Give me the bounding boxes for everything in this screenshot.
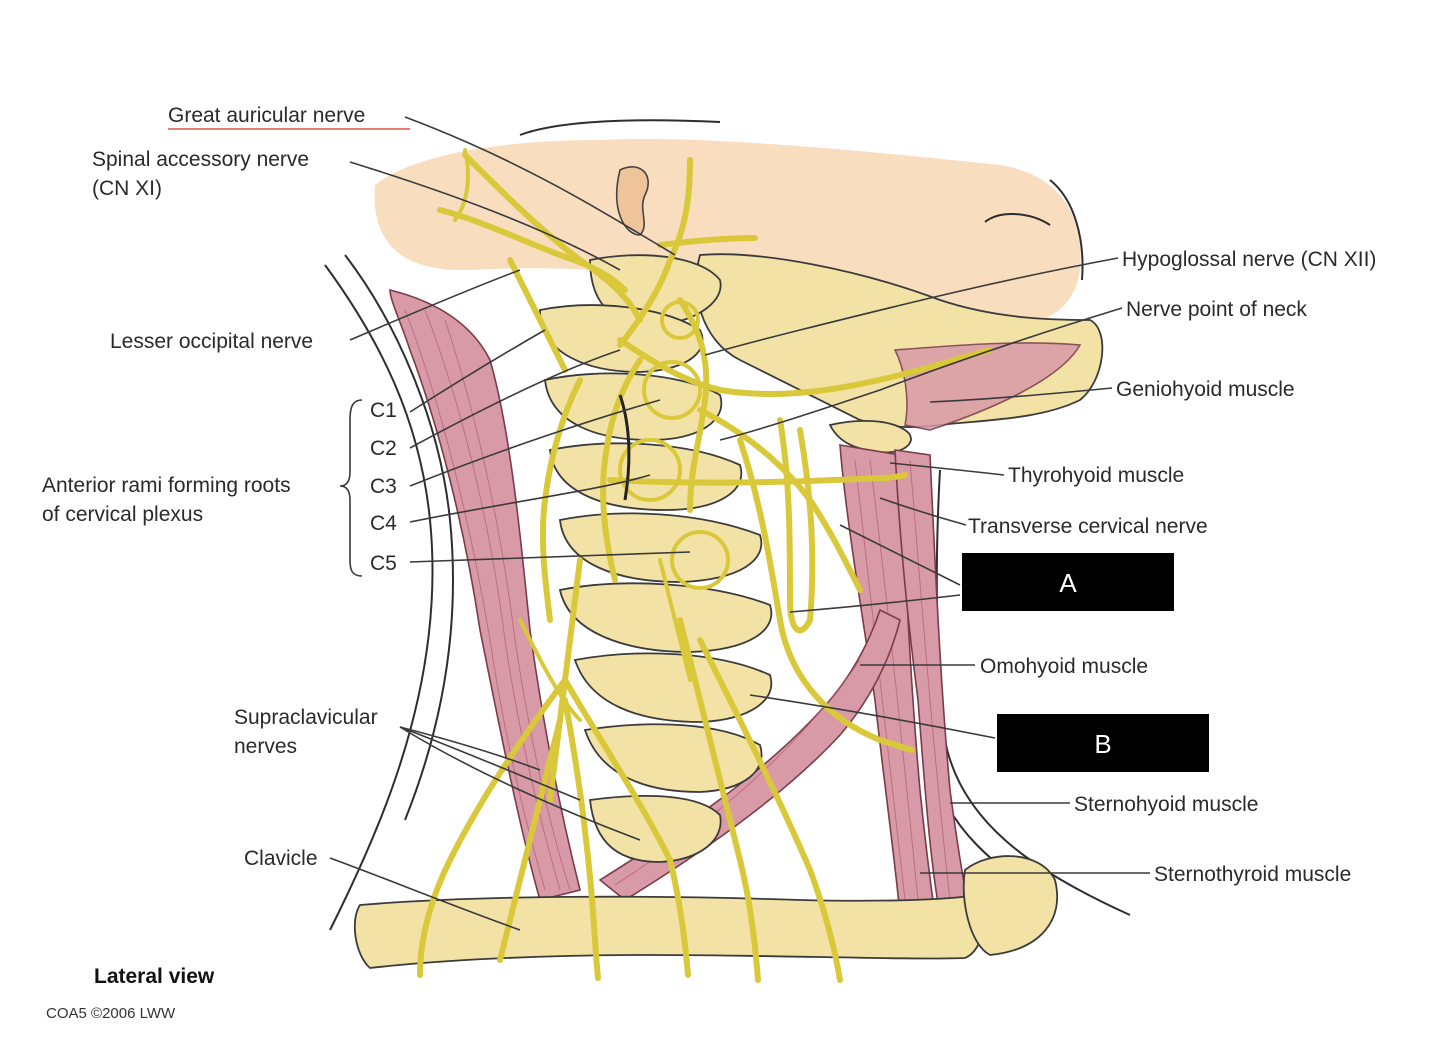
label-nerve-point-of-neck: Nerve point of neck (1126, 298, 1307, 321)
label-c3: C3 (370, 475, 397, 498)
label-lateral-view: Lateral view (94, 965, 215, 988)
label-supraclavicular-nerves: nerves (234, 735, 297, 758)
label-clavicle: Clavicle (244, 847, 318, 870)
answer-box-a-label: A (1059, 568, 1077, 598)
label-lesser-occipital-nerve: Lesser occipital nerve (110, 330, 313, 353)
answer-box-a[interactable]: A (962, 553, 1174, 611)
label-geniohyoid-muscle: Geniohyoid muscle (1116, 378, 1295, 401)
cervical-plexus-nerves (417, 148, 993, 983)
infrahyoid-muscles (839, 342, 1082, 916)
label-c5: C5 (370, 552, 397, 575)
label-sternohyoid-muscle: Sternohyoid muscle (1074, 793, 1258, 816)
answer-box-b[interactable]: B (997, 714, 1209, 772)
label-c1: C1 (370, 399, 397, 422)
label-c4: C4 (370, 512, 397, 535)
label-anterior-rami: Anterior rami forming roots (42, 474, 291, 497)
label-thyrohyoid-muscle: Thyrohyoid muscle (1008, 464, 1184, 487)
label-hypoglossal-nerve: Hypoglossal nerve (CN XII) (1122, 248, 1376, 271)
label-sternothyroid-muscle: Sternothyroid muscle (1154, 863, 1351, 886)
hyoid-bone (828, 420, 912, 454)
label-cervical-plexus: of cervical plexus (42, 503, 203, 526)
posterior-muscle (389, 288, 581, 901)
label-supraclavicular: Supraclavicular (234, 706, 378, 729)
label-spinal-accessory-nerve: Spinal accessory nerve (92, 148, 309, 171)
label-spinal-accessory-cn: (CN XI) (92, 177, 162, 200)
label-transverse-cervical-nerve: Transverse cervical nerve (968, 515, 1208, 538)
leader-lines (168, 116, 1150, 931)
label-great-auricular-nerve: Great auricular nerve (168, 104, 365, 127)
answer-box-b-label: B (1094, 729, 1111, 759)
label-credit: COA5 ©2006 LWW (46, 1005, 176, 1022)
label-c2: C2 (370, 437, 397, 460)
label-omohyoid-muscle: Omohyoid muscle (980, 655, 1148, 678)
